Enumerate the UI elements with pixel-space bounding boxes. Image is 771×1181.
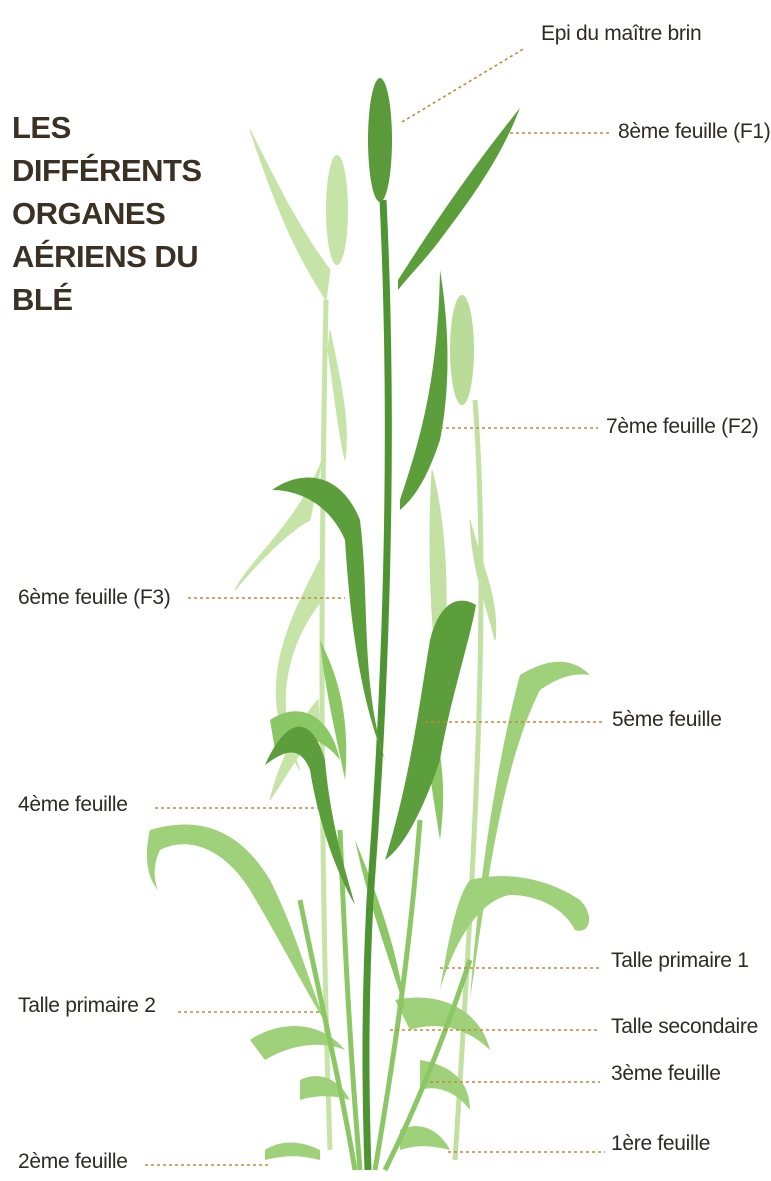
label-4eme-feuille: 4ème feuille (18, 793, 128, 817)
title-line-3: AÉRIENS DU BLÉ (12, 235, 252, 321)
label-5eme-feuille: 5ème feuille (612, 708, 722, 732)
label-epi: Epi du maître brin (541, 22, 701, 46)
label-6eme-feuille: 6ème feuille (F3) (18, 586, 170, 610)
light-spike-left (326, 155, 348, 265)
label-8eme-feuille: 8ème feuille (F1) (618, 120, 770, 144)
label-7eme-feuille: 7ème feuille (F2) (606, 415, 758, 439)
title-line-1: LES DIFFÉRENTS (12, 106, 252, 192)
leader-line-epi (402, 48, 525, 122)
label-talle-primaire-1: Talle primaire 1 (611, 949, 749, 973)
title-line-2: ORGANES (12, 192, 252, 235)
label-1ere-feuille: 1ère feuille (611, 1132, 710, 1156)
diagram-title: LES DIFFÉRENTS ORGANES AÉRIENS DU BLÉ (12, 106, 252, 321)
label-2eme-feuille: 2ème feuille (18, 1150, 128, 1174)
label-talle-primaire-2: Talle primaire 2 (18, 994, 156, 1018)
main-spike (368, 78, 392, 202)
light-spike-right (450, 295, 474, 405)
label-talle-secondaire: Talle secondaire (611, 1015, 758, 1039)
label-3eme-feuille: 3ème feuille (611, 1062, 721, 1086)
